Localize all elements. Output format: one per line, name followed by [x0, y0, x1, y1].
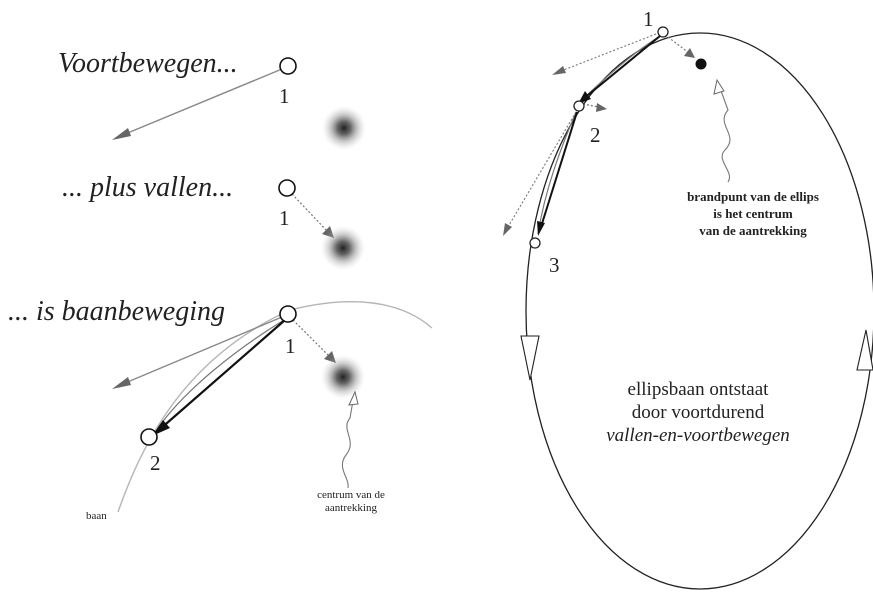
motion-line-1-2 — [581, 35, 661, 101]
orbit-point-2 — [573, 100, 585, 112]
center-label: centrum van de aantrekking — [308, 489, 394, 515]
orbit-direction-arrow-left — [520, 335, 540, 381]
center-pointer-line — [341, 394, 355, 489]
resulting-motion-line — [158, 319, 286, 431]
motion-line-2-3 — [539, 111, 578, 231]
step3-orbit-group — [112, 301, 433, 513]
fall-arrowhead-1 — [684, 48, 695, 58]
step1-motion-group — [112, 57, 366, 150]
attraction-center — [322, 106, 366, 150]
orbit-label: baan — [86, 510, 107, 522]
focus-pointer-arrowhead — [713, 78, 725, 95]
point-label-1: 1 — [279, 206, 290, 230]
caption-line1: ellipsbaan ontstaat — [627, 379, 769, 400]
attraction-center — [321, 355, 365, 399]
resulting-curve — [157, 319, 285, 429]
fall-arrowhead-2 — [596, 103, 607, 112]
focus-label-line1: brandpunt van de ellips — [687, 189, 819, 204]
focus-label: brandpunt van de ellips is het centrum v… — [668, 188, 838, 239]
caption-line3: vallen-en-voortbewegen — [606, 425, 790, 446]
tangent-line-2 — [504, 111, 577, 233]
attraction-center — [321, 226, 365, 270]
forward-motion-line — [117, 68, 283, 138]
orbit-path — [117, 301, 433, 513]
center-label-line2: aantrekking — [325, 502, 377, 514]
orbit-point-label-2: 2 — [590, 123, 601, 147]
point-label-1: 1 — [285, 334, 296, 358]
orbit-point-3 — [529, 237, 541, 249]
orbit-point-1 — [657, 26, 669, 38]
step3-title: ... is baanbeweging — [8, 296, 225, 327]
orbit-point-label-3: 3 — [549, 253, 560, 277]
step2-title: ... plus vallen... — [62, 172, 234, 203]
resulting-arrowhead — [152, 420, 170, 436]
center-label-line1: centrum van de — [317, 489, 385, 501]
ellipse-caption: ellipsbaan ontstaat door voortdurend val… — [583, 378, 813, 447]
motion-arrowhead-2-3 — [537, 221, 545, 236]
step2-fall-group — [278, 179, 365, 270]
caption-line2: door voortdurend — [631, 402, 765, 423]
fall-line-1 — [667, 36, 694, 57]
orbit-direction-arrow-right — [856, 329, 873, 371]
point-label-2: 2 — [150, 451, 161, 475]
tangent-arrowhead-2 — [503, 223, 512, 236]
tangent-arrowhead-1 — [552, 66, 566, 75]
fall-line — [291, 193, 329, 233]
focus-label-line2: is het centrum — [713, 206, 793, 221]
fall-line — [292, 319, 331, 358]
focus-label-line3: van de aantrekking — [699, 223, 807, 238]
forward-arrowhead — [112, 128, 131, 140]
ellipse-orbit-group — [503, 26, 873, 590]
body-position-1 — [279, 57, 297, 75]
forward-arrowhead — [112, 377, 131, 389]
ellipse-focus — [695, 58, 707, 70]
focus-pointer-line — [719, 87, 731, 183]
body-position-1 — [279, 305, 297, 323]
body-position-1 — [278, 179, 296, 197]
body-position-2 — [140, 428, 158, 446]
motion-arrowhead-1-2 — [578, 91, 591, 104]
tangent-line-1 — [555, 33, 657, 74]
step1-title: Voortbewegen... — [58, 48, 238, 79]
forward-motion-line — [117, 316, 283, 387]
orbit-point-label-1: 1 — [643, 7, 654, 31]
elliptical-orbit — [525, 32, 873, 590]
center-pointer-arrowhead — [348, 390, 359, 406]
point-label-1: 1 — [279, 84, 290, 108]
curve-2-3 — [537, 111, 577, 235]
